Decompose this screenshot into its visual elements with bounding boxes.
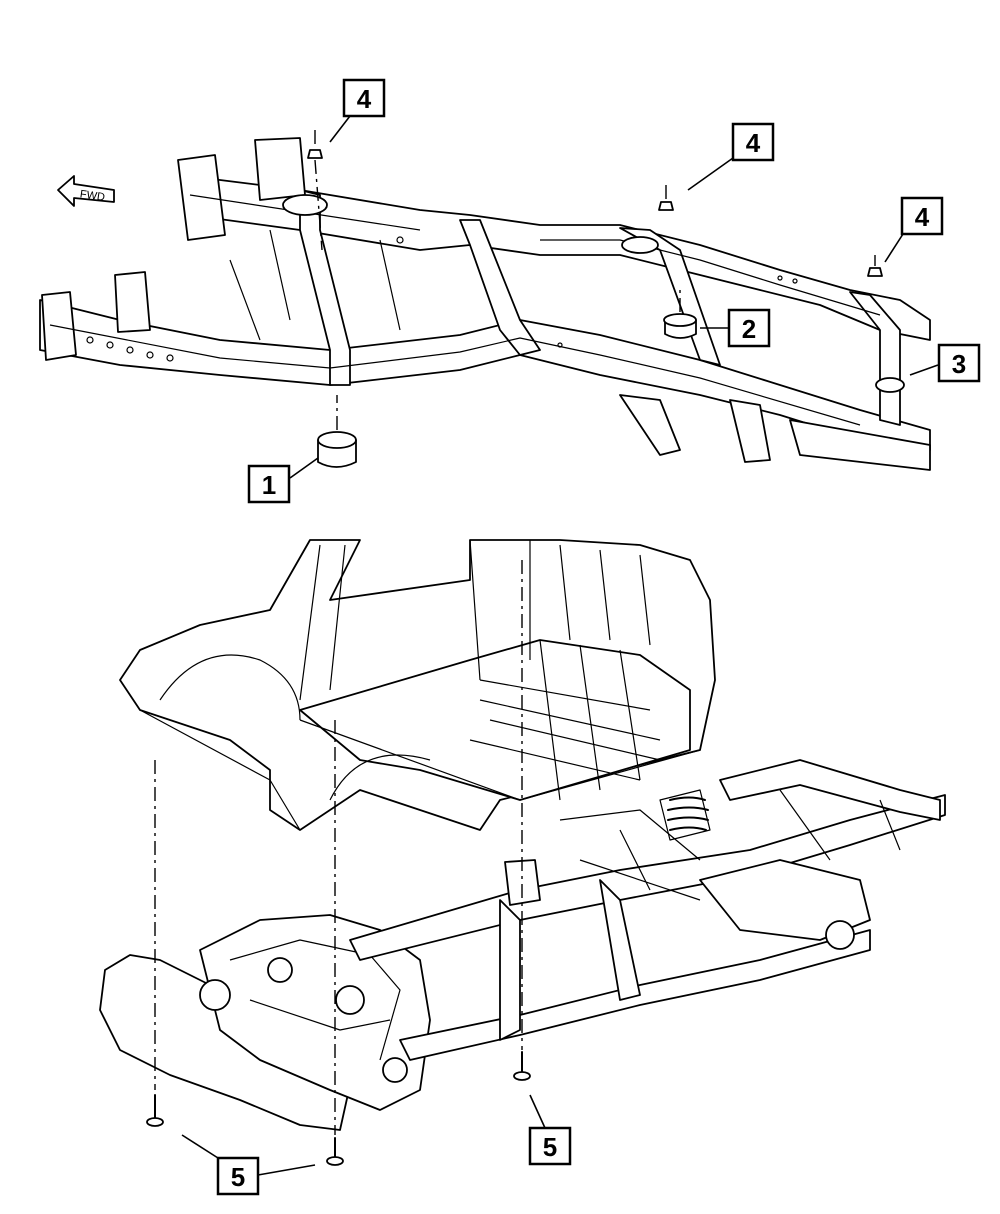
frame-assembly [39, 137, 931, 471]
callout-4a-label: 4 [357, 84, 372, 114]
callout-4c: 4 [884, 196, 944, 263]
nut-4c-icon [867, 255, 883, 277]
bolt-5b-icon [326, 1137, 344, 1166]
callout-4c-label: 4 [915, 202, 930, 232]
body-mount-isolator-2 [663, 290, 697, 339]
callout-1-label: 1 [262, 470, 276, 500]
callout-3: 3 [909, 343, 981, 383]
fwd-arrow-icon: FWD [57, 175, 115, 207]
callout-2: 2 [700, 308, 771, 348]
bolt-5a-icon [146, 1094, 164, 1127]
callout-4a: 4 [329, 78, 386, 143]
callout-5a: 5 [528, 1094, 572, 1166]
callout-4b-label: 4 [746, 128, 761, 158]
alignment-lines [154, 560, 523, 1135]
chassis-frame [99, 759, 946, 1131]
bolt-5c-icon [513, 1051, 531, 1081]
callout-5a-label: 5 [543, 1132, 557, 1162]
fwd-label: FWD [79, 188, 106, 203]
callout-5b-label: 5 [231, 1162, 245, 1192]
callout-1: 1 [247, 457, 319, 504]
callout-2-label: 2 [742, 314, 756, 344]
body-mount-isolator-1 [317, 395, 357, 468]
nut-4a-icon [307, 130, 323, 251]
callout-5b: 5 [181, 1134, 316, 1196]
callout-4b: 4 [687, 122, 775, 191]
cab-body [119, 539, 716, 831]
callout-3-label: 3 [952, 349, 966, 379]
nut-4b-icon [658, 185, 674, 211]
